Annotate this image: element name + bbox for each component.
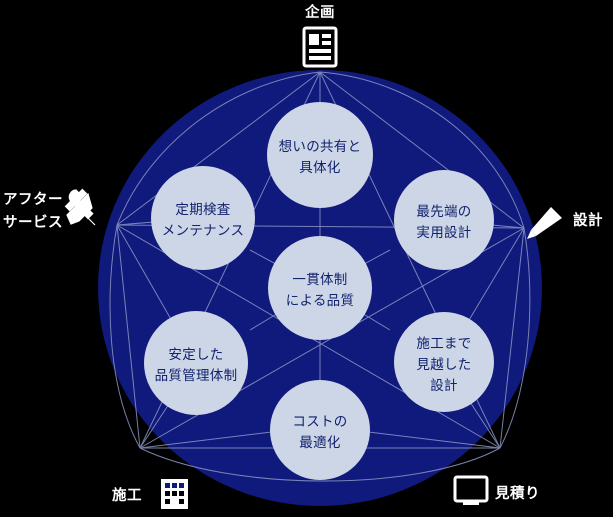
node-quality[interactable]: 安定した 品質管理体制 <box>144 311 248 415</box>
node-cost-line2: 最適化 <box>299 434 340 451</box>
outer-after-service[interactable]: アフター サービス <box>3 188 96 231</box>
outer-estimate-label: 見積り <box>494 484 540 502</box>
building-icon <box>161 479 188 509</box>
node-maintenance-line2: メンテナンス <box>162 223 245 239</box>
node-construction-line2: 見越した <box>416 357 471 373</box>
tools-icon <box>64 188 96 226</box>
node-design[interactable]: 最先端の 実用設計 <box>394 170 494 270</box>
outer-planning-label: 企画 <box>304 3 335 21</box>
node-sharing[interactable]: 想いの共有と 具体化 <box>267 102 373 208</box>
node-quality-line2: 品質管理体制 <box>155 368 238 384</box>
outer-design-stage[interactable]: 設計 <box>527 207 603 239</box>
outer-design-label: 設計 <box>573 211 603 229</box>
outer-planning[interactable]: 企画 <box>302 3 338 68</box>
node-design-line2: 実用設計 <box>416 225 471 241</box>
outer-estimate[interactable]: 見積り <box>453 475 540 505</box>
outer-after-label-line2: サービス <box>3 214 63 231</box>
node-maintenance[interactable]: 定期検査 メンテナンス <box>151 166 255 270</box>
center-node-line2: による品質 <box>286 293 355 309</box>
center-node-line1: 一貫体制 <box>292 272 347 288</box>
node-cost[interactable]: コストの 最適化 <box>270 380 370 480</box>
document-icon <box>302 26 338 68</box>
outer-after-label-line1: アフター <box>3 191 63 208</box>
center-node[interactable]: 一貫体制 による品質 <box>268 236 372 340</box>
node-quality-line1: 安定した <box>168 347 223 363</box>
node-cost-line1: コストの <box>292 414 347 430</box>
node-sharing-line2: 具体化 <box>299 160 340 176</box>
outer-build-label: 施工 <box>112 486 142 504</box>
node-construction-line1: 施工まで <box>416 336 471 352</box>
node-sharing-line1: 想いの共有と <box>279 139 362 155</box>
node-construction-line3: 設計 <box>430 378 458 394</box>
outer-build[interactable]: 施工 <box>112 479 188 509</box>
node-construction[interactable]: 施工まで 見越した 設計 <box>394 312 494 412</box>
monitor-icon <box>453 475 489 505</box>
node-maintenance-line1: 定期検査 <box>175 202 230 218</box>
node-design-line1: 最先端の <box>416 204 471 220</box>
pencil-icon <box>527 207 562 239</box>
